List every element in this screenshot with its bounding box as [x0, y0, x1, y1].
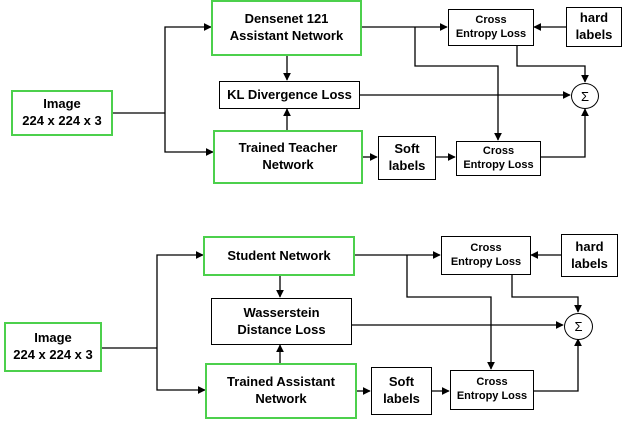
- edge-assistant-ce2-top: [414, 27, 502, 141]
- sum-symbol: Σ: [580, 88, 590, 104]
- kl-divergence-loss-label: KL Divergence Loss: [227, 86, 352, 102]
- edge-to-assistant-top: [164, 23, 212, 113]
- assistant-network-box-bottom: Trained Assistant Network: [205, 363, 357, 419]
- assistant-network-line1: Trained Assistant: [227, 374, 335, 390]
- soft-labels-line1: Soft: [388, 374, 415, 390]
- assistant-network-box-top: Densenet 121 Assistant Network: [211, 0, 362, 56]
- soft-labels-box-top: Soft labels: [378, 136, 436, 180]
- edge-ce-sum-bottom: [511, 275, 582, 313]
- cross-entropy-soft-box-top: Cross Entropy Loss: [456, 141, 541, 176]
- student-network-label: Student Network: [227, 247, 331, 263]
- cross-entropy-line2: Entropy Loss: [463, 158, 534, 171]
- hard-labels-box-bottom: hard labels: [561, 234, 618, 277]
- cross-entropy-soft-box-bottom: Cross Entropy Loss: [450, 370, 534, 410]
- cross-entropy-hard-box-top: Cross Entropy Loss: [448, 9, 534, 46]
- wasserstein-line1: Wasserstein: [243, 304, 320, 320]
- assistant-network-line2: Assistant Network: [229, 28, 344, 43]
- assistant-network-line1: Densenet 121: [244, 11, 329, 27]
- edge-to-student-bottom: [156, 251, 204, 348]
- cross-entropy-line1: Cross: [475, 13, 507, 26]
- sum-symbol: Σ: [574, 319, 583, 334]
- cross-entropy-line1: Cross: [470, 241, 502, 254]
- edge-to-teacher-top: [164, 113, 214, 156]
- soft-labels-line1: Soft: [394, 141, 420, 157]
- cross-entropy-hard-box-bottom: Cross Entropy Loss: [441, 236, 531, 275]
- sum-node-top: Σ: [571, 83, 599, 109]
- teacher-network-line1: Trained Teacher: [238, 140, 338, 156]
- assistant-network-line2: Network: [255, 391, 307, 406]
- kl-divergence-loss-box: KL Divergence Loss: [219, 81, 360, 109]
- soft-labels-line2: labels: [383, 391, 420, 406]
- teacher-network-box-top: Trained Teacher Network: [213, 130, 363, 184]
- wasserstein-line2: Distance Loss: [237, 321, 326, 337]
- image-input-dims: 224 x 224 x 3: [22, 113, 102, 128]
- soft-labels-line2: labels: [388, 158, 426, 173]
- edge-ce-sum-top: [516, 46, 589, 83]
- soft-labels-box-bottom: Soft labels: [371, 367, 432, 415]
- cross-entropy-line1: Cross: [482, 144, 515, 157]
- image-input-dims: 224 x 224 x 3: [13, 347, 93, 362]
- edge-ce2-sum-top: [541, 108, 589, 158]
- edge-ce2-sum-bottom: [534, 338, 582, 392]
- hard-labels-line1: hard: [579, 10, 609, 26]
- hard-labels-line2: labels: [571, 255, 608, 271]
- sum-node-bottom: Σ: [564, 313, 593, 340]
- cross-entropy-line2: Entropy Loss: [450, 255, 522, 268]
- edge-student-ce2-bottom: [406, 255, 495, 370]
- cross-entropy-line2: Entropy Loss: [455, 27, 527, 40]
- edge-to-assistant-bottom: [156, 348, 206, 394]
- hard-labels-line1: hard: [575, 238, 604, 254]
- student-network-box: Student Network: [203, 236, 355, 276]
- cross-entropy-line1: Cross: [476, 376, 508, 389]
- hard-labels-line2: labels: [575, 27, 613, 42]
- image-input-box-top: Image 224 x 224 x 3: [11, 90, 113, 136]
- hard-labels-box-top: hard labels: [566, 7, 622, 47]
- teacher-network-line2: Network: [262, 157, 314, 172]
- cross-entropy-line2: Entropy Loss: [456, 390, 528, 402]
- image-input-label: Image: [43, 96, 81, 112]
- image-input-box-bottom: Image 224 x 224 x 3: [4, 322, 102, 372]
- wasserstein-loss-box: Wasserstein Distance Loss: [211, 298, 352, 345]
- image-input-label: Image: [34, 330, 72, 346]
